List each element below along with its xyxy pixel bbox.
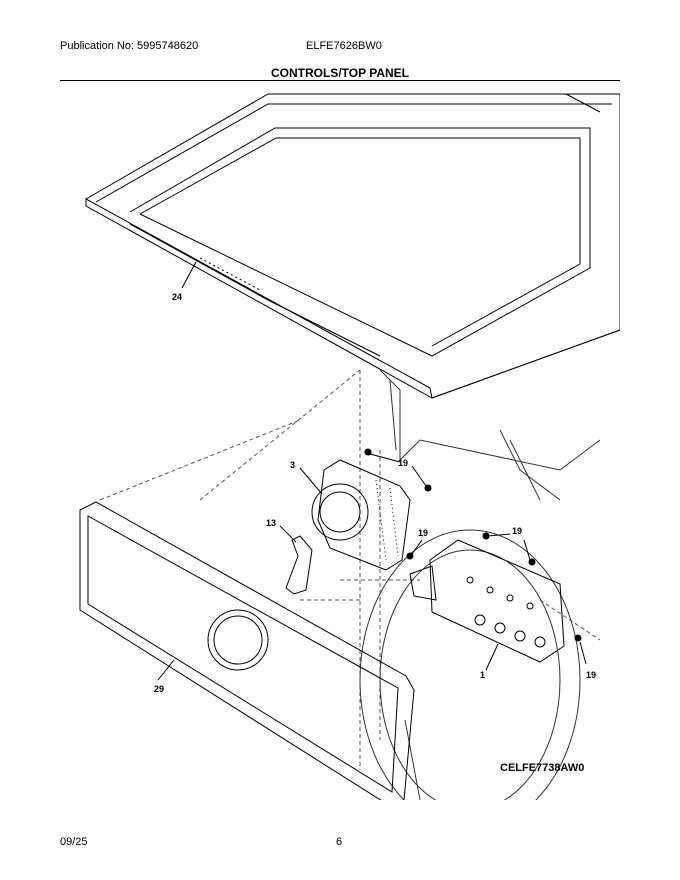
publication-number: Publication No: 5995748620 <box>60 40 199 52</box>
header-rule <box>60 80 620 81</box>
callout-13: 13 <box>266 518 276 528</box>
cabinet-reference-lines <box>99 369 601 770</box>
callout-29: 29 <box>154 684 164 694</box>
callout-3: 3 <box>290 460 295 470</box>
callout-19-d: 19 <box>586 670 596 680</box>
callout-24: 24 <box>172 292 182 302</box>
callout-19-a: 19 <box>398 458 408 468</box>
exploded-parts-diagram: 24 3 19 13 19 19 1 19 29 <box>79 93 620 800</box>
rear-frame <box>359 369 601 800</box>
page-number: 6 <box>336 836 343 848</box>
screws <box>364 448 582 642</box>
leader-lines <box>157 261 587 681</box>
top-panel <box>84 93 620 399</box>
console <box>79 501 415 800</box>
diagram-code: CELFE7738AW0 <box>500 762 585 774</box>
control-module <box>311 459 411 571</box>
callout-19-c: 19 <box>512 526 522 536</box>
callout-19-b: 19 <box>418 528 428 538</box>
callout-1: 1 <box>480 670 485 680</box>
model-number: ELFE7626BW0 <box>306 40 382 52</box>
section-title: CONTROLS/TOP PANEL <box>270 66 409 80</box>
ui-board <box>409 539 565 663</box>
footer-date: 09/25 <box>60 836 88 848</box>
knob-light-guide <box>285 535 313 595</box>
